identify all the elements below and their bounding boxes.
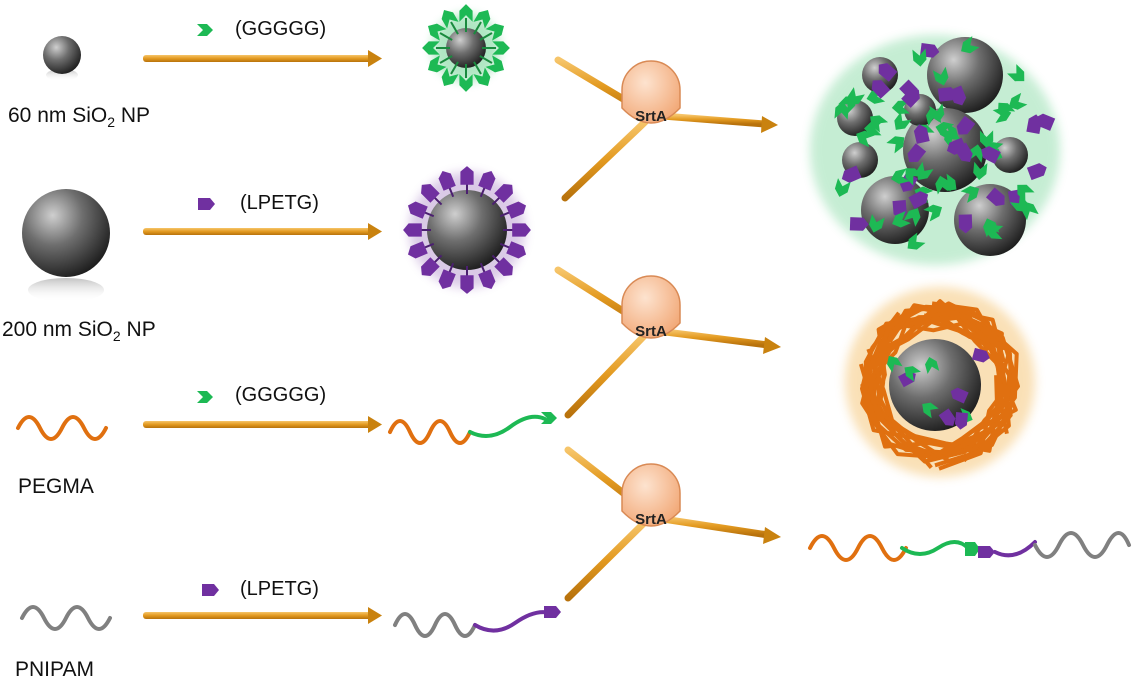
- np60-label: 60 nm SiO2 NP: [8, 104, 150, 130]
- np200-label-suffix: NP: [121, 318, 156, 341]
- pegma-chain: [18, 417, 106, 439]
- srta-label-1: SrtA: [635, 108, 667, 125]
- np200-sphere: [22, 189, 110, 302]
- lpetg-tag-label-row4: (LPETG): [240, 578, 319, 601]
- srta-label-2: SrtA: [635, 323, 667, 340]
- np60-label-sub: 2: [107, 114, 115, 130]
- pegma-gly-conjugate: [390, 412, 557, 443]
- srta-label-3: SrtA: [635, 511, 667, 528]
- block-copolymer-product: [810, 533, 1129, 560]
- pegma-label: PEGMA: [18, 475, 94, 499]
- srta-junction-3: [568, 450, 781, 598]
- np60-label-text: 60 nm SiO: [8, 104, 107, 127]
- gly-functionalized-np: [422, 4, 510, 92]
- gly-tag-label-row1: (GGGGG): [235, 18, 326, 41]
- srta-junction-1: [558, 60, 778, 198]
- polymer-coated-np-product: [845, 287, 1035, 477]
- lpetg-tag-icon: [202, 584, 219, 596]
- arrow-row2: [143, 223, 382, 240]
- gly-tag-icon: [197, 391, 213, 403]
- lpetg-tag-icon: [198, 198, 215, 210]
- gly-tag-label-row3: (GGGGG): [235, 384, 326, 407]
- arrow-row1: [143, 50, 382, 67]
- arrow-row4: [143, 607, 382, 624]
- np-aggregate-product: [810, 35, 1060, 265]
- gly-tag-icon: [197, 24, 213, 36]
- np200-label-sub: 2: [113, 328, 121, 344]
- arrow-row3: [143, 416, 382, 433]
- pnipam-lpetg-conjugate: [395, 606, 561, 636]
- pnipam-label: PNIPAM: [15, 658, 94, 682]
- pnipam-chain: [22, 607, 110, 629]
- lpetg-tag-label-row2: (LPETG): [240, 192, 319, 215]
- lpetg-functionalized-np: [403, 166, 531, 294]
- srta-junction-2: [558, 270, 781, 415]
- np60-label-suffix: NP: [115, 104, 150, 127]
- np200-label-text: 200 nm SiO: [2, 318, 113, 341]
- np60-sphere: [43, 36, 81, 81]
- np200-label: 200 nm SiO2 NP: [2, 318, 156, 344]
